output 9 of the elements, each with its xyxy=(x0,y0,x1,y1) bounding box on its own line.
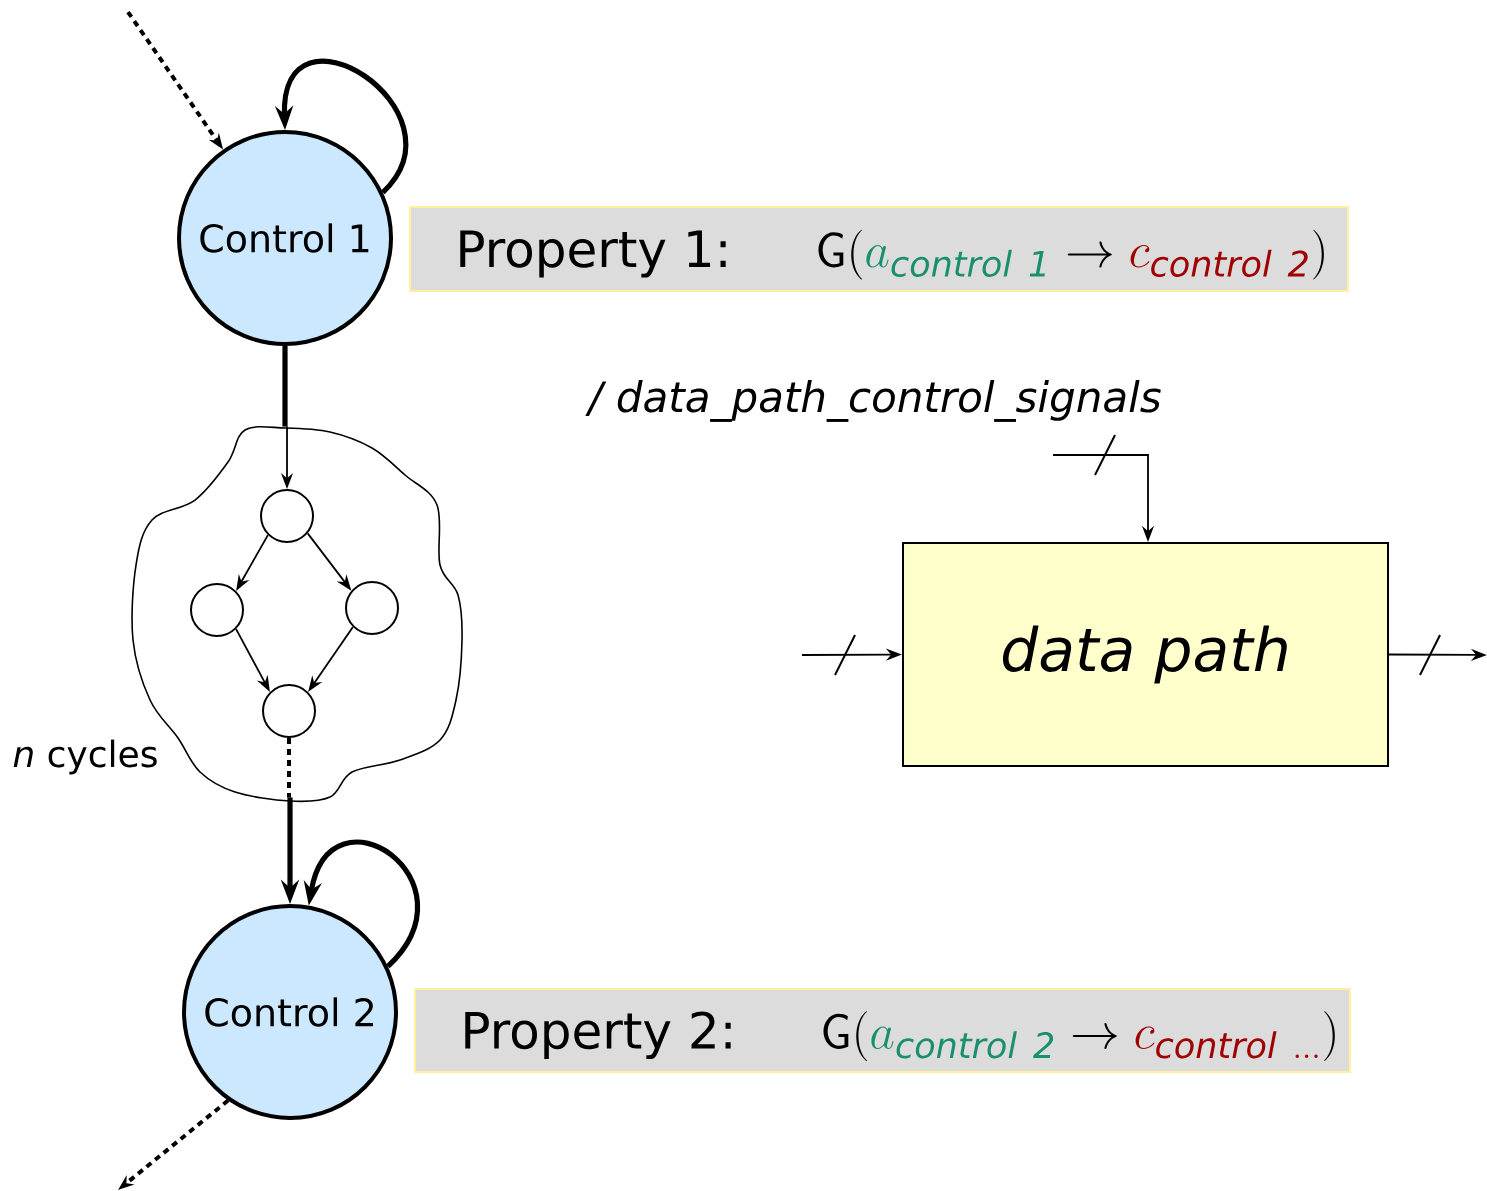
state-circle xyxy=(345,581,399,635)
state-circle xyxy=(190,583,244,637)
property-box: Property 1: $\mathsf{G(}\textcolor[HTML]{1A8F6F}{a_{\mathit{control\ 1}}}\rightarrow\textcolor[HTML]{A00000}{c_{\mathit{control\ 2}}}\mathsf{)}$ xyxy=(409,206,1349,292)
process-box: data path xyxy=(902,542,1389,767)
edge-label: / data_path_control_signals xyxy=(585,380,1161,422)
state-circle xyxy=(262,684,316,738)
state-circle xyxy=(260,489,314,543)
property-box: Property 2: $\mathsf{G(}\textcolor[HTML]{1A8F6F}{a_{\mathit{control\ 2}}}\rightarrow\textcolor[HTML]{A00000}{c_{\mathit{control\ \ldots}}}\mathsf{)}$ xyxy=(414,988,1351,1073)
node-caption: n cycles xyxy=(13,739,157,775)
